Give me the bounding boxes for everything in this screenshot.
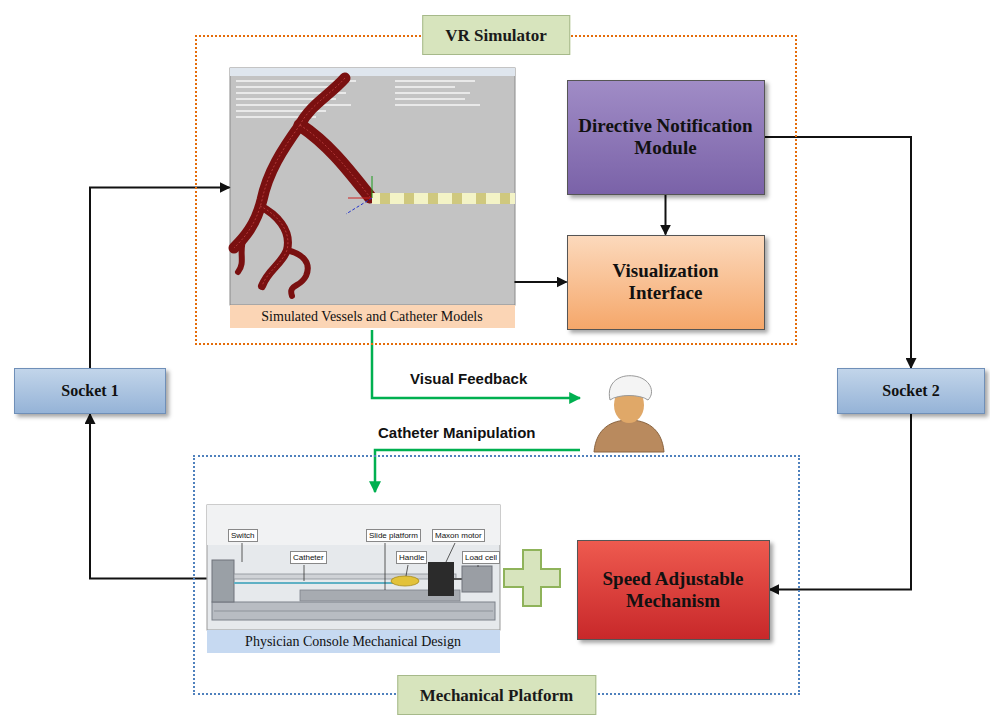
console-photo — [207, 505, 500, 630]
console-photo-part — [234, 574, 456, 579]
console-photo-part — [391, 576, 419, 586]
part-callout: Catheter — [290, 551, 327, 564]
figure-caption: Physician Console Mechanical Design — [207, 630, 500, 653]
simulator-screenshot-part — [372, 193, 515, 204]
simulator-screenshot-part-part — [260, 206, 288, 286]
simulator-screenshot-part — [234, 78, 370, 296]
part-callout: Maxon motor — [432, 529, 485, 542]
simulator-screenshot-part-part — [236, 86, 331, 88]
simulator-screenshot-part-part — [428, 193, 438, 204]
part-callout: Handle — [396, 551, 427, 564]
simulator-screenshot-part-part — [395, 92, 470, 94]
console-photo-part-part — [385, 543, 386, 590]
simulator-screenshot-part — [234, 78, 370, 286]
console-photo-part-part — [478, 565, 479, 567]
simulator-screenshot-part-part — [300, 125, 370, 197]
region-frame: VR SimulatorSimulated Vessels and Cathet… — [195, 35, 797, 345]
flow-label: Catheter Manipulation — [378, 424, 536, 441]
photo-figure: Physician Console Mechanical Design — [207, 505, 500, 653]
console-photo-part-part — [242, 543, 243, 562]
console-photo-part-part — [446, 543, 455, 562]
plus-symbol — [504, 550, 560, 606]
simulator-screenshot-part-part — [300, 78, 345, 125]
simulator-screenshot-part-part — [260, 206, 288, 286]
simulator-screenshot-part-part — [300, 125, 370, 197]
console-photo-part — [462, 566, 492, 592]
feedback-arrows-part — [372, 330, 580, 398]
box-label: Socket 1 — [61, 382, 118, 400]
connector-arrow — [665, 195, 667, 235]
simulator-screenshot — [230, 68, 515, 305]
simulator-screenshot-part — [380, 193, 510, 204]
box-label: Speed Adjustable Mechanism — [584, 568, 763, 612]
simulator-screenshot-part-part — [500, 193, 510, 204]
connector-arrow — [770, 414, 912, 590]
process-box: Visualization Interface — [567, 235, 765, 330]
process-box: Speed Adjustable Mechanism — [577, 540, 770, 640]
simulator-screenshot-part-part — [395, 98, 465, 100]
simulator-screenshot-part-part — [395, 80, 475, 82]
physician-icon-part — [609, 376, 651, 400]
connector-arrow — [90, 188, 230, 369]
region-heading: Mechanical Platform — [397, 675, 596, 715]
screenshot-figure: Simulated Vessels and Catheter Models — [230, 68, 515, 328]
plus-symbol-part — [504, 550, 560, 606]
console-photo-part — [212, 560, 234, 602]
simulator-screenshot-part-part — [380, 193, 390, 204]
feedback-arrows — [372, 330, 580, 492]
simulator-screenshot-part-part — [236, 104, 351, 106]
figure-caption: Simulated Vessels and Catheter Models — [230, 305, 515, 328]
console-photo-part-part — [304, 565, 305, 581]
connector-arrow — [765, 137, 912, 368]
region-heading: VR Simulator — [422, 15, 570, 55]
physician-icon — [594, 376, 664, 452]
simulator-screenshot-part — [230, 68, 515, 76]
console-photo-part — [428, 562, 454, 596]
console-photo-part — [234, 582, 396, 584]
console-photo-part — [242, 543, 478, 590]
process-box: Directive Notification Module — [567, 80, 765, 195]
part-callout: Slide platform — [366, 529, 421, 542]
socket-box: Socket 2 — [837, 368, 985, 414]
simulator-screenshot-part — [372, 176, 373, 198]
region-frame: Mechanical PlatformPhysician Console Mec… — [193, 455, 800, 695]
simulator-screenshot-part-part — [404, 193, 414, 204]
box-label: Socket 2 — [882, 382, 939, 400]
console-photo-part — [214, 611, 493, 612]
console-photo-part-part — [406, 565, 408, 576]
simulator-screenshot-part — [236, 80, 480, 118]
part-callout: Load cell — [462, 551, 500, 564]
box-label: Visualization Interface — [574, 260, 758, 304]
simulator-screenshot-part — [230, 68, 515, 305]
console-photo-part — [207, 505, 500, 630]
simulator-screenshot-part — [348, 198, 372, 199]
simulator-screenshot-part-part — [452, 193, 462, 204]
socket-box: Socket 1 — [14, 368, 166, 414]
simulator-screenshot-part-part — [395, 104, 480, 106]
connector-arrow — [515, 281, 567, 283]
physician-icon-part — [594, 420, 664, 452]
box-label: Directive Notification Module — [574, 115, 758, 159]
console-photo-part — [212, 602, 495, 620]
simulator-screenshot-part-part — [476, 193, 486, 204]
simulator-screenshot-part-part — [234, 125, 300, 248]
part-callout: Switch — [228, 529, 258, 542]
simulator-screenshot-part — [346, 198, 372, 214]
simulator-screenshot-part-part — [287, 250, 308, 296]
simulator-screenshot-part-part — [300, 78, 345, 125]
connector-arrow — [90, 414, 207, 579]
console-photo-part — [207, 505, 500, 545]
flow-label: Visual Feedback — [410, 370, 527, 387]
simulator-screenshot-part-part — [234, 125, 300, 248]
simulator-screenshot-part-part — [395, 86, 455, 88]
